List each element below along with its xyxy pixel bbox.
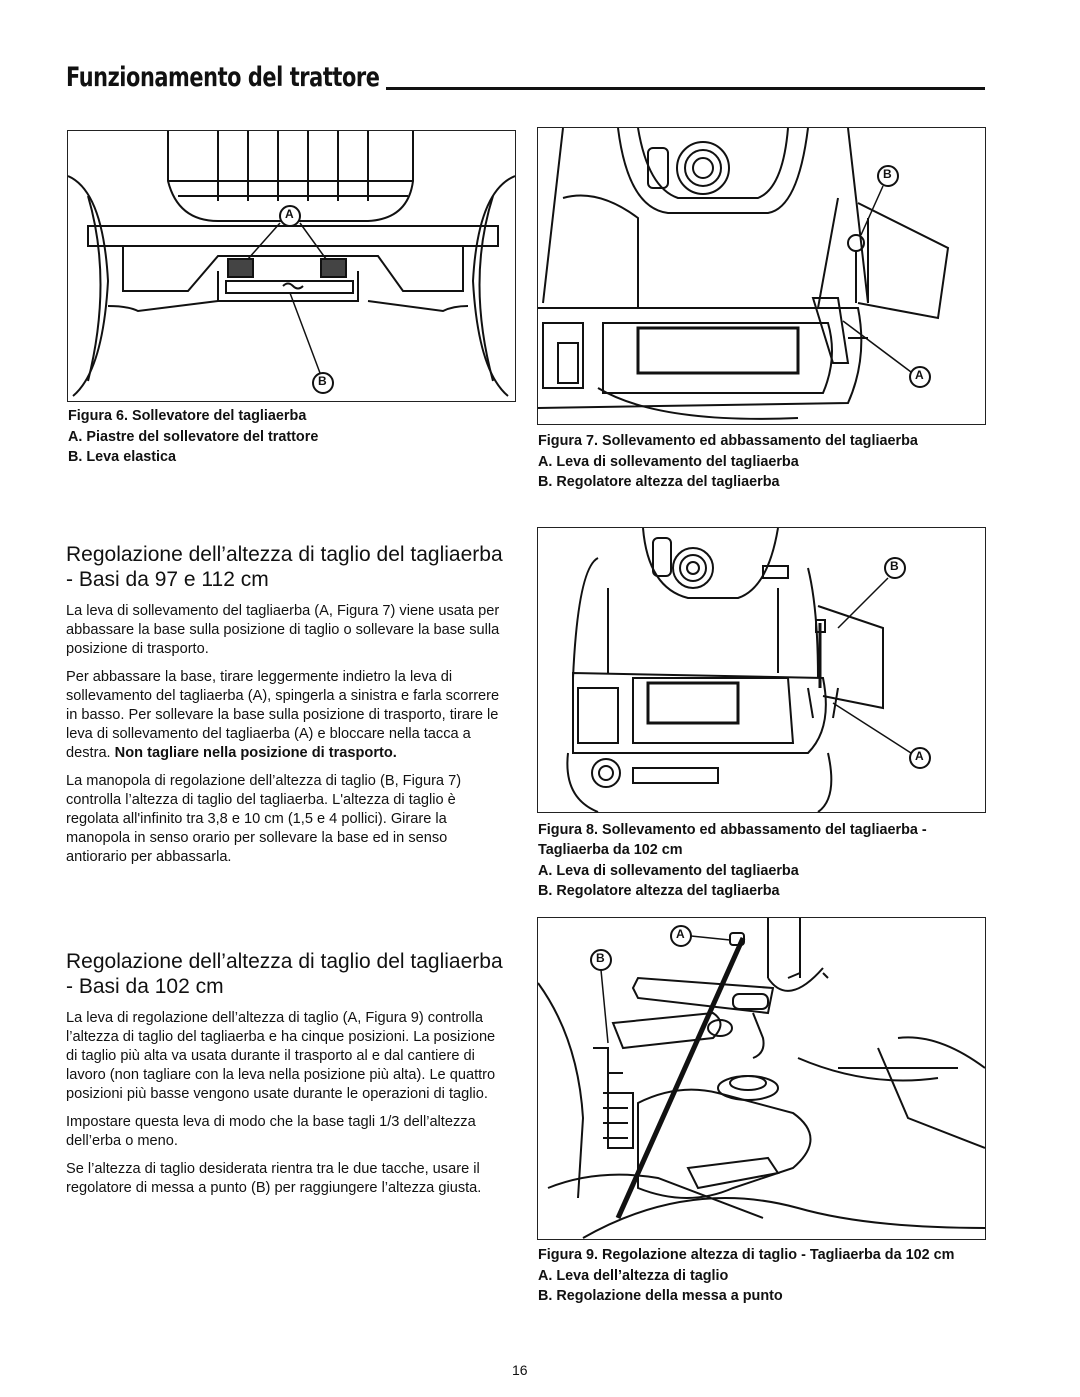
section-heading-1: Regolazione dell’altezza di taglio del t…	[66, 543, 503, 591]
figure-8-caption: Figura 8. Sollevamento ed abbassamento d…	[538, 820, 978, 901]
figure-6-item-b: B. Leva elastica	[68, 449, 176, 465]
callout-b-label: B	[890, 559, 899, 573]
callout-a-label: A	[915, 749, 924, 763]
section-2-body: La leva di regolazione dell’altezza di t…	[66, 1009, 506, 1207]
section-heading-2: Regolazione dell’altezza di taglio del t…	[66, 950, 503, 998]
figure-9-item-b: B. Regolazione della messa a punto	[538, 1288, 783, 1304]
figure-6-illustration: A B	[67, 130, 516, 402]
figure-9-illustration: A B	[537, 917, 986, 1240]
section-2-paragraph-2: Impostare questa leva di modo che la bas…	[66, 1114, 476, 1149]
figure-7-item-b: B. Regolatore altezza del tagliaerba	[538, 474, 780, 490]
callout-b-label: B	[883, 167, 892, 181]
figure-7-item-a: A. Leva di sollevamento del tagliaerba	[538, 454, 799, 470]
section-1-body: La leva di sollevamento del tagliaerba (…	[66, 602, 506, 876]
figure-8-illustration: B A	[537, 527, 986, 813]
header-rule	[386, 87, 985, 90]
figure-6-item-a: A. Piastre del sollevatore del trattore	[68, 429, 319, 445]
section-1-paragraph-3: La manopola di regolazione dell’altezza …	[66, 773, 462, 865]
figure-9-item-a: A. Leva dell’altezza di taglio	[538, 1268, 729, 1284]
figure-8-title: Figura 8. Sollevamento ed abbassamento d…	[538, 822, 927, 858]
figure-7-illustration: B A	[537, 127, 986, 425]
page-number: 16	[512, 1362, 528, 1378]
callout-a-label: A	[285, 207, 294, 221]
figure-8-item-a: A. Leva di sollevamento del tagliaerba	[538, 863, 799, 879]
figure-6-caption: Figura 6. Sollevatore del tagliaerba A. …	[68, 406, 508, 467]
callout-b-label: B	[318, 374, 327, 388]
figure-9-caption: Figura 9. Regolazione altezza di taglio …	[538, 1245, 978, 1306]
callout-b-label: B	[596, 951, 605, 965]
section-1-paragraph-2: Per abbassare la base, tirare leggerment…	[66, 669, 500, 761]
callout-a-label: A	[676, 927, 685, 941]
warning-text: Non tagliare nella posizione di trasport…	[114, 745, 397, 761]
figure-8-item-b: B. Regolatore altezza del tagliaerba	[538, 883, 780, 899]
page-title: Funzionamento del trattore	[66, 62, 380, 93]
figure-6-title: Figura 6. Sollevatore del tagliaerba	[68, 408, 307, 424]
figure-9-title: Figura 9. Regolazione altezza di taglio …	[538, 1247, 955, 1263]
section-2-paragraph-1: La leva di regolazione dell’altezza di t…	[66, 1010, 496, 1102]
figure-7-caption: Figura 7. Sollevamento ed abbassamento d…	[538, 431, 978, 492]
figure-7-title: Figura 7. Sollevamento ed abbassamento d…	[538, 433, 918, 449]
section-1-paragraph-1: La leva di sollevamento del tagliaerba (…	[66, 603, 500, 657]
callout-a-label: A	[915, 368, 924, 382]
section-2-paragraph-3: Se l’altezza di taglio desiderata rientr…	[66, 1161, 482, 1196]
